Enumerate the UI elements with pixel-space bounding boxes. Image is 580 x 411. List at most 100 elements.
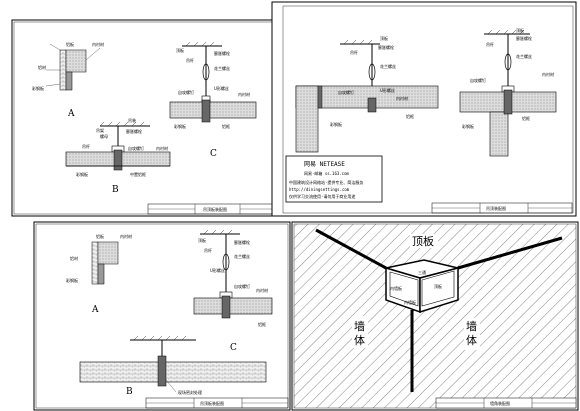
drawing-mark (315, 228, 387, 270)
drawing-mark (359, 39, 365, 45)
label: 花兰螺丝 (234, 253, 250, 259)
wall-left-label-group: 墙 体 (352, 316, 369, 348)
box-label-left: 内墙板 (390, 285, 402, 291)
drawing-mark (131, 121, 137, 127)
drawing-mark (99, 121, 105, 127)
drawing-mark (113, 149, 123, 171)
drawing-mark (65, 71, 73, 91)
drawing-mark (487, 29, 493, 35)
drawing-mark (65, 49, 87, 73)
stamp-line2: 网易·邮箱 ss.163.com (304, 170, 349, 176)
drawing-mark (165, 379, 177, 393)
drawing-mark (410, 234, 438, 248)
label: 自攻螺钉 (234, 283, 250, 289)
label: 吊杆 (486, 41, 494, 47)
label: 膨胀螺栓 (126, 128, 142, 134)
label: 膨胀螺栓 (214, 50, 230, 56)
detail-b: 现场密封处理 B (79, 335, 267, 397)
label: 内衬材 (156, 145, 168, 151)
label: 吊架 (96, 127, 104, 133)
drawing-mark (49, 43, 61, 51)
drawing-mark (157, 355, 167, 387)
label: 自攻螺钉 (470, 77, 486, 83)
drawing-mark (368, 63, 376, 81)
drawing-mark (201, 99, 211, 123)
label: 螺母 (100, 133, 108, 139)
label: 自攻螺钉 (178, 89, 194, 95)
label: 铝框 (222, 123, 230, 129)
label: U形螺丝 (380, 87, 395, 93)
label: 吊杆 (186, 57, 194, 63)
detail-letter-c: C (210, 149, 217, 159)
drawing-mark (211, 229, 217, 235)
label: 彩钢板 (174, 123, 186, 129)
label: 铝板 (96, 233, 104, 239)
drawing-mark (293, 223, 577, 409)
drawing-mark (503, 89, 513, 115)
detail-letter-b: B (112, 185, 119, 195)
label: 彩钢板 (462, 123, 474, 129)
label: 自攻螺钉 (128, 145, 144, 151)
detail-letter-a: A (91, 305, 99, 315)
drawing-mark (165, 335, 171, 341)
drawing-mark (352, 316, 368, 348)
stamp-line3: 中国建筑设计网络站·提供专业、简洁服务 (289, 179, 363, 185)
drawing-mark (511, 29, 517, 35)
drawing-mark (97, 263, 105, 285)
drawing-mark (107, 121, 113, 127)
ceiling-label: 顶板 (412, 234, 434, 248)
title-block: 墙角装配图 (435, 397, 577, 409)
drawing-mark (227, 229, 233, 235)
detail-a: 铝板 内衬材 铝材 彩钢板 A (32, 41, 104, 119)
stamp-line4: http://diningsettings.com (289, 187, 350, 192)
label: 铝材 (38, 64, 46, 70)
drawing-mark (489, 111, 509, 157)
drawing-mark (79, 361, 267, 383)
box-label-right: 顶板 (434, 283, 442, 289)
label: 内衬材 (238, 91, 250, 97)
drawing-mark (389, 271, 419, 307)
label: 花兰螺丝 (516, 53, 532, 59)
wall-left-char-2: 体 (354, 333, 365, 347)
drawing-mark (115, 121, 121, 127)
drawing-mark (457, 236, 563, 270)
drawing-mark (97, 241, 119, 265)
title-block-text: 吊顶板装配图 (203, 206, 227, 212)
label: 顶板 (198, 237, 206, 243)
title-block-text: 吊顶装配图 (486, 205, 506, 211)
watermark-stamp: 网易 NETEASE 网易·邮箱 ss.163.com 中国建筑设计网络站·提供… (285, 155, 383, 203)
drawing-mark (221, 295, 231, 319)
drawing-mark (282, 5, 574, 214)
title-block-text: 吊顶板装配图 (200, 400, 224, 406)
label: 吊杆 (350, 49, 358, 55)
drawing-mark (495, 29, 501, 35)
detail-b: 吊装 膨胀螺栓 螺母 吊架 吊杆 自攻螺钉 内衬材 彩钢板 中置铝框 B (65, 117, 171, 195)
drawing-mark (133, 335, 139, 341)
box-label-bottom: 内墙板 (404, 299, 416, 305)
title-block-text: 墙角装配图 (490, 400, 510, 406)
label: 铝框 (406, 113, 414, 119)
wall-right-label-group: 墙 体 (464, 318, 480, 350)
drawing-mark (173, 335, 179, 341)
label: 铝框 (258, 321, 266, 327)
wall-right-char-1: 墙 (466, 319, 477, 333)
drawing-mark (185, 41, 191, 47)
label: 花兰螺丝 (214, 65, 230, 71)
detail-ceiling-joint: 顶板 膨胀螺栓 吊杆 花兰螺丝 自攻螺钉 内衬材 铝框 彩钢板 (459, 27, 557, 157)
detail-a: 铝板 内衬材 铝材 彩钢板 A (66, 233, 132, 315)
label: 铝板 (66, 41, 74, 47)
drawing-mark (519, 29, 525, 35)
wall-corner-lines (315, 228, 563, 392)
detail-c: 顶板 膨胀螺栓 吊杆 花兰螺丝 U形螺丝 自攻螺钉 内衬材 铝框 C (193, 229, 273, 353)
label: 铝材 (70, 255, 78, 261)
wall-left-label: 墙 体 (354, 319, 369, 347)
label: 彩钢板 (32, 85, 44, 91)
sheet-bottom-left: 吊顶板装配图 铝板 内衬材 铝材 彩钢板 A 顶板 膨胀螺栓 (33, 221, 291, 411)
drawing-mark (149, 335, 155, 341)
drawing-mark (295, 85, 319, 153)
label: 自攻螺钉 (338, 89, 354, 95)
label: 吊杆 (82, 143, 90, 149)
stamp-line5: 仅供学习交流使用·请勿用于商业用途 (289, 193, 355, 199)
label: 铝框 (522, 115, 530, 121)
label: 彩钢板 (66, 277, 78, 283)
